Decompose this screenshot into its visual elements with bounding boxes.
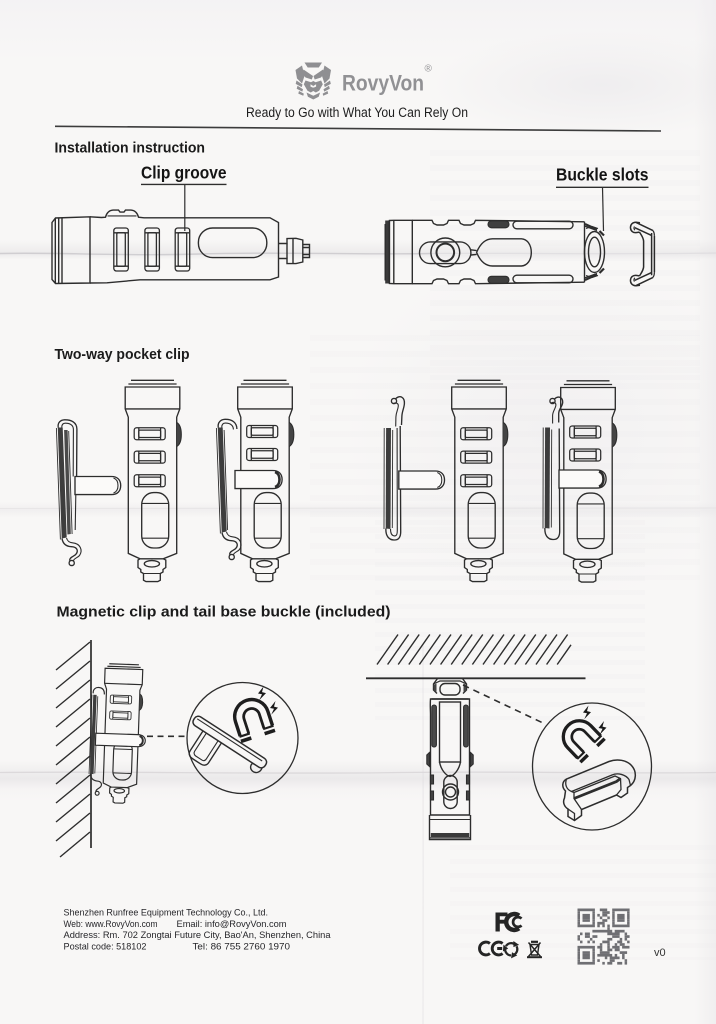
svg-text:Buckle slots: Buckle slots xyxy=(556,165,649,185)
svg-text:RovyVon: RovyVon xyxy=(342,71,424,96)
svg-text:v0: v0 xyxy=(654,947,666,959)
svg-text:®: ® xyxy=(425,64,433,75)
svg-text:Installation instruction: Installation instruction xyxy=(55,140,206,157)
svg-text:Address: Rm. 702 Zongtai Futur: Address: Rm. 702 Zongtai Future City, Ba… xyxy=(64,929,332,940)
svg-text:Postal code: 518102: Postal code: 518102 xyxy=(64,940,147,951)
svg-text:Email: info@RovyVon.com: Email: info@RovyVon.com xyxy=(177,918,287,929)
svg-text:Ready to Go with What You Can: Ready to Go with What You Can Rely On xyxy=(246,105,468,120)
svg-text:Tel: 86 755 2760 1970: Tel: 86 755 2760 1970 xyxy=(193,940,291,951)
svg-text:Clip groove: Clip groove xyxy=(141,163,227,183)
svg-text:Magnetic clip and tail base bu: Magnetic clip and tail base buckle (incl… xyxy=(57,604,391,621)
svg-text:Two-way pocket clip: Two-way pocket clip xyxy=(55,346,190,363)
svg-text:Shenzhen Runfree Equipment Tec: Shenzhen Runfree Equipment Technology Co… xyxy=(64,907,269,918)
svg-text:Web: www.RovyVon.com: Web: www.RovyVon.com xyxy=(64,918,158,929)
